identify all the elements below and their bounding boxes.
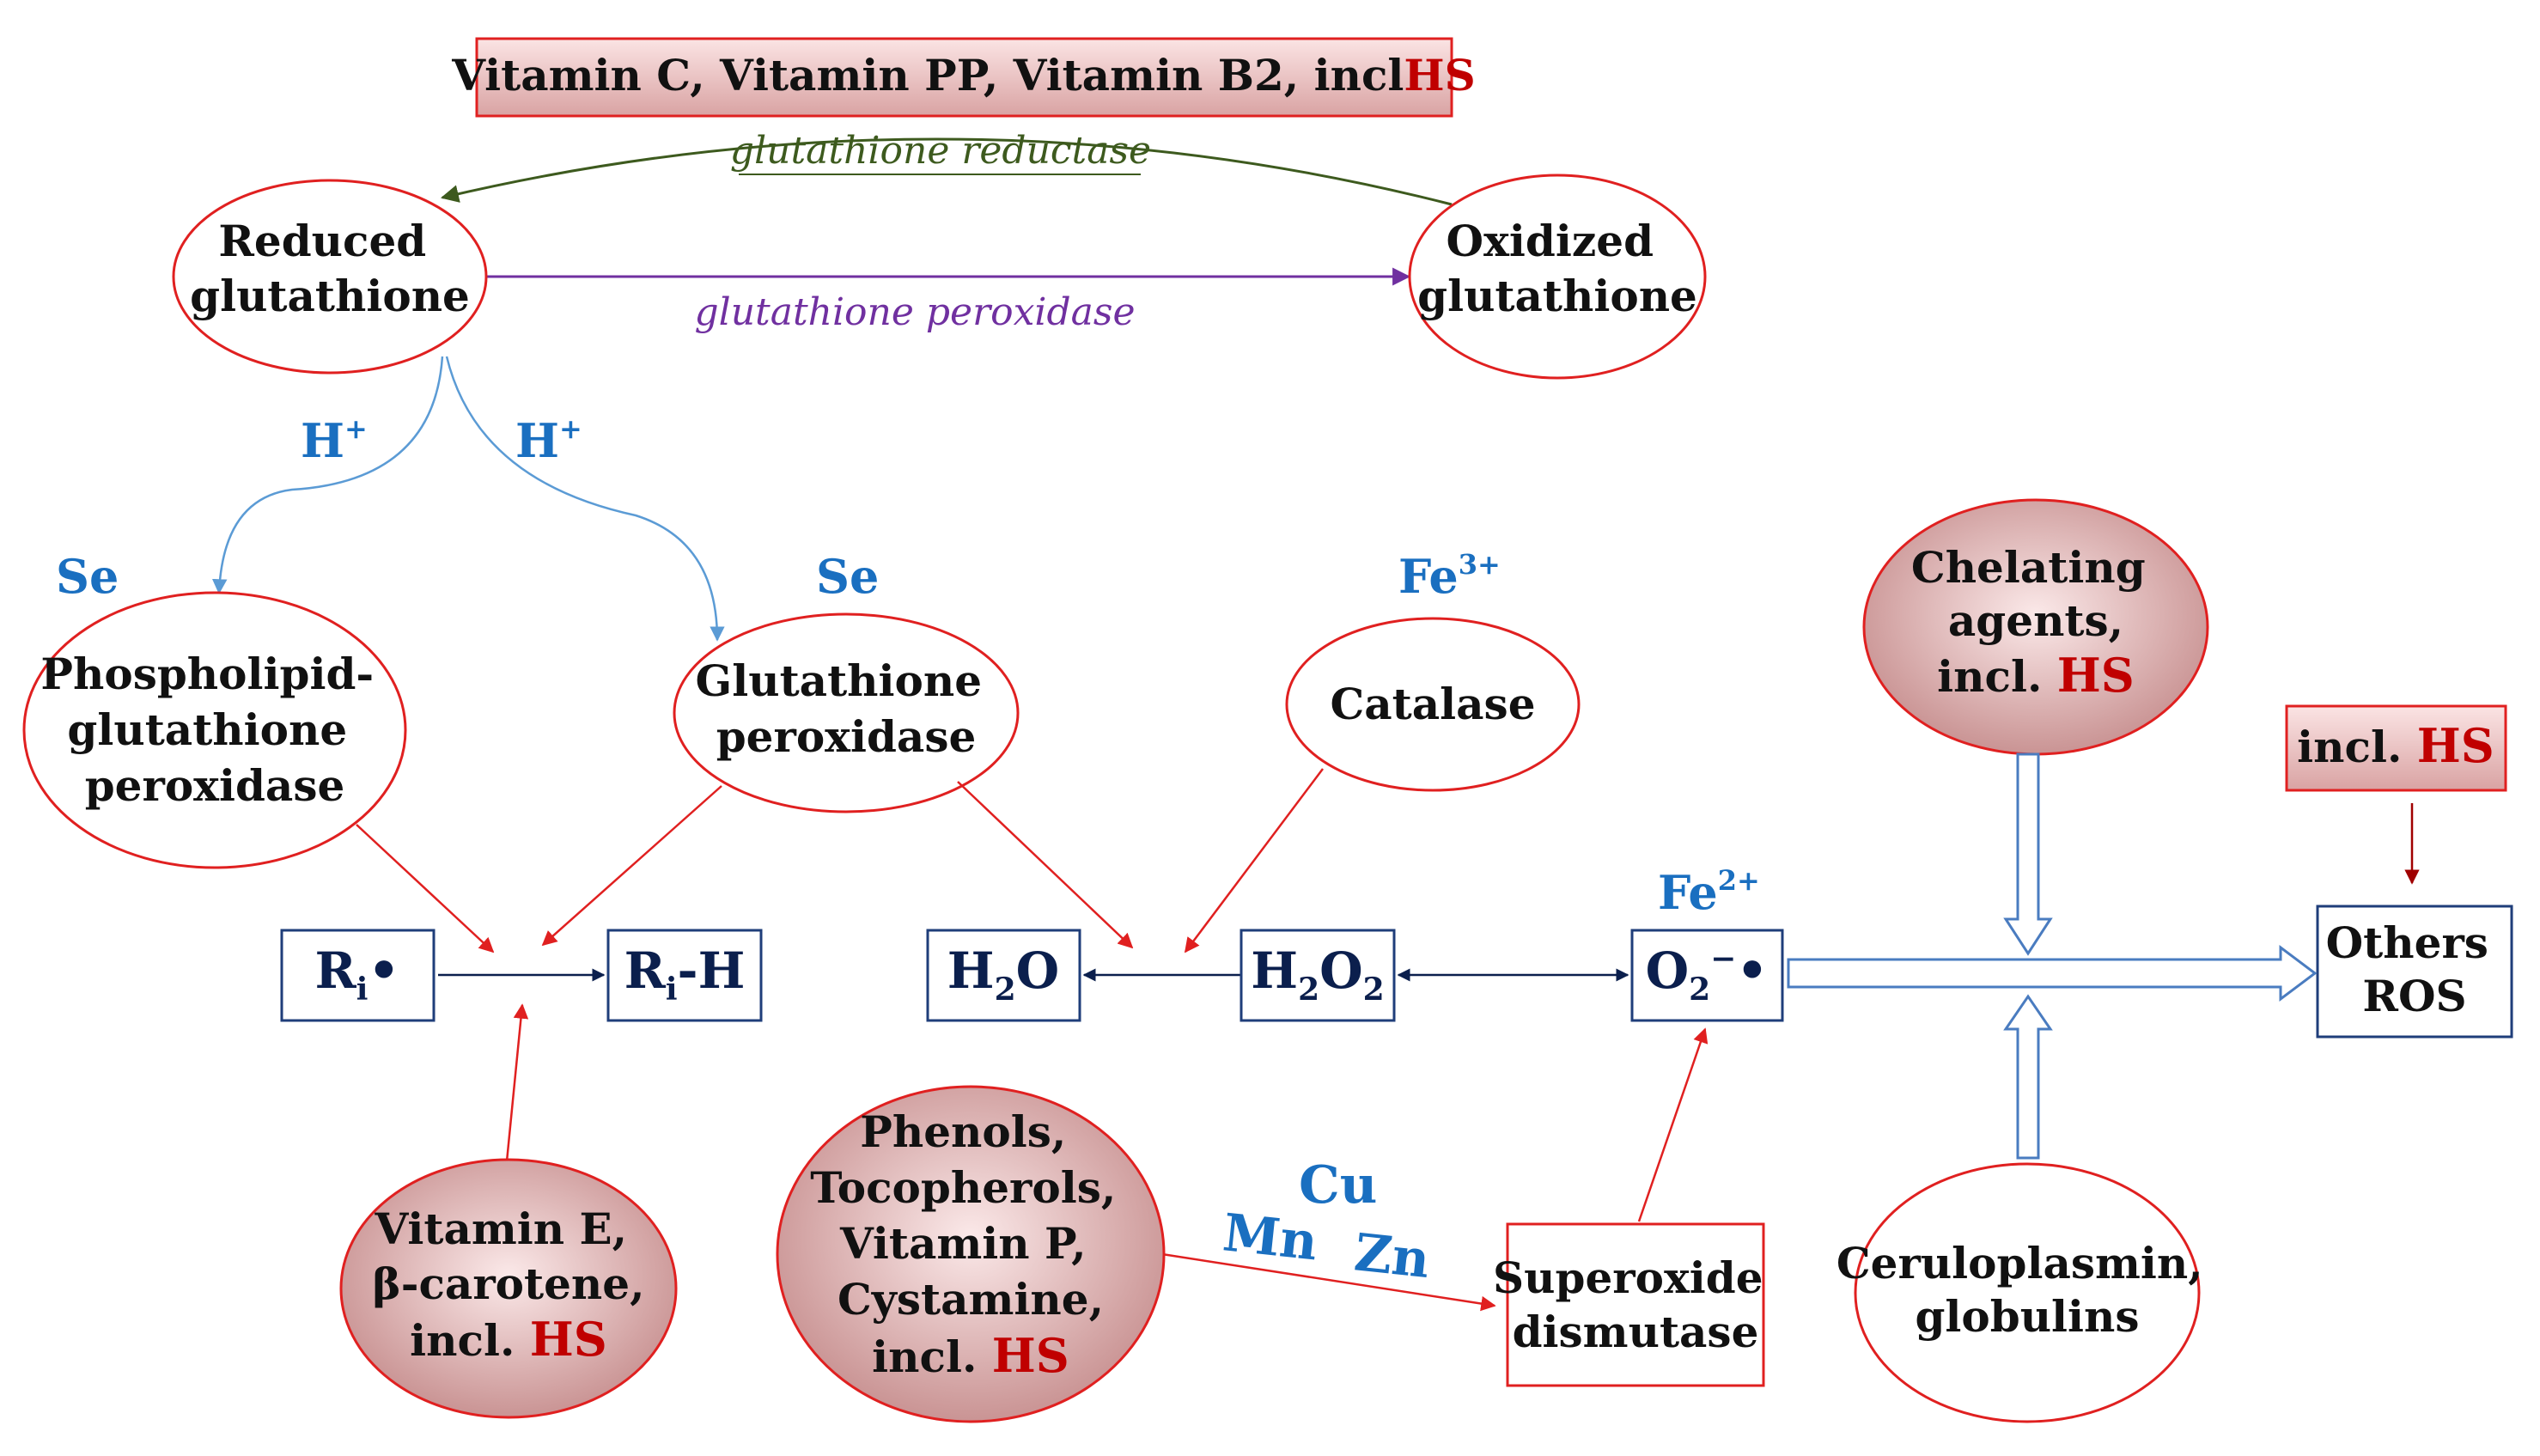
vitamine-to-reaction-arrow (505, 1003, 529, 1162)
svg-text:Glutathione peroxidase: Glutathione peroxidase (696, 655, 997, 762)
svg-text:Phospholipid- glutathion: Phospholipid- glutathione peroxidase (40, 649, 388, 811)
chelating-agents-node: Chelating agents, incl. HS (1862, 498, 2209, 756)
glutperox-to-water-arrow (957, 781, 1134, 949)
svg-text:incl. HS: incl. HS (410, 1312, 607, 1367)
svg-text:Phenols, Tocopherols,: Phenols, Tocopherols, Vitamin P, Cystami… (810, 1106, 1130, 1325)
cofactors-text: Vitamin C, Vitamin PP, Vitamin B2, incl (451, 50, 1404, 101)
phospholipid-glutathione-peroxidase-node: Phospholipid- glutathione peroxidase (22, 591, 407, 869)
svg-text:Ceruloplasmin, globulins: Ceruloplasmin, globulins (1836, 1238, 2218, 1342)
ri-h-box: Ri-H (606, 929, 763, 1022)
glutathione-peroxidase-label: glutathione peroxidase (694, 290, 1135, 334)
h-plus-branch-left (211, 356, 444, 594)
svg-text:Catalase: Catalase (1330, 679, 1535, 729)
svg-text:incl. HS: incl. HS (872, 1328, 1069, 1383)
catalase-to-water-arrow (1184, 768, 1324, 953)
h-plus-left: H+ (301, 412, 368, 468)
phenols-to-sod-arrow (1150, 1251, 1496, 1312)
cofactors-hs: HS (1404, 50, 1475, 101)
svg-text:Ri•: Ri• (315, 941, 400, 1008)
reduced-glutathione-node: Reduced glutathione (172, 179, 488, 375)
sod-to-superoxide-arrow (1637, 1027, 1709, 1222)
h-plus-branch-right (445, 356, 725, 642)
catalase-node: Catalase (1285, 617, 1581, 792)
se-label-right: Se (816, 549, 879, 604)
phospholipid-to-reaction-arrow (356, 824, 495, 953)
vitamin-e-node: Vitamin E, β-carotene, incl. HS (339, 1158, 678, 1419)
others-incl-hs-box: incl. HS (2285, 704, 2507, 792)
svg-text:Vitamin E, β-carotene,: Vitamin E, β-carotene, (373, 1203, 645, 1309)
oxidized-glutathione-node: Oxidized glutathione (1408, 174, 1707, 380)
svg-text:incl. HS: incl. HS (2297, 718, 2494, 773)
others-ros-box: Others ROS (2316, 905, 2513, 1039)
svg-text:H2O2: H2O2 (1251, 941, 1384, 1008)
svg-text:Oxidized glutathione: Oxidized glutathione (1417, 216, 1697, 321)
svg-text:Chelating agents,: Chelating agents, (1911, 542, 2160, 646)
superoxide-box: O2−• (1630, 929, 1784, 1022)
glutperox-to-reaction-arrow (541, 785, 722, 947)
glutathione-reductase-label: glutathione reductase (730, 129, 1151, 173)
ri-radical-box: Ri• (280, 929, 436, 1022)
se-label-left: Se (56, 549, 119, 604)
water-box: H2O (926, 929, 1081, 1022)
cofactors-box: Vitamin C, Vitamin PP, Vitamin B2, inclH… (451, 37, 1476, 118)
svg-text:H2O: H2O (947, 941, 1059, 1008)
svg-text:Superoxide dismutase: Superoxide dismutase (1493, 1252, 1778, 1357)
svg-text:incl. HS: incl. HS (1937, 648, 2135, 703)
superoxide-to-others-block-arrow (1787, 945, 2318, 1002)
svg-text:Vitamin C, Vitamin PP, Vitamin: Vitamin C, Vitamin PP, Vitamin B2, inclH… (451, 50, 1476, 101)
mn-label: Mn (1220, 1203, 1320, 1272)
chelating-block-arrow (2003, 752, 2053, 956)
reductase-arrow (440, 137, 1453, 206)
fe3-label: Fe3+ (1398, 548, 1501, 604)
svg-text:O2−•: O2−• (1646, 941, 1769, 1008)
fe2-label: Fe2+ (1658, 864, 1760, 920)
cu-label: Cu (1299, 1155, 1377, 1215)
glutathione-peroxidase-node: Glutathione peroxidase (673, 612, 1020, 813)
svg-text:Reduced glutathione: Reduced glutathione (190, 216, 470, 321)
phenols-node: Phenols, Tocopherols, Vitamin P, Cystami… (776, 1085, 1166, 1423)
zn-label: Zn (1351, 1222, 1432, 1290)
h-plus-right: H+ (515, 412, 582, 468)
svg-text:Ri-H: Ri-H (624, 941, 746, 1008)
svg-text:Others ROS: Others ROS (2326, 917, 2504, 1021)
ceruloplasmin-block-arrow (2003, 994, 2053, 1160)
ceruloplasmin-node: Ceruloplasmin, globulins (1836, 1162, 2218, 1423)
superoxide-dismutase-box: Superoxide dismutase (1493, 1222, 1778, 1387)
hydrogen-peroxide-box: H2O2 (1240, 929, 1396, 1022)
